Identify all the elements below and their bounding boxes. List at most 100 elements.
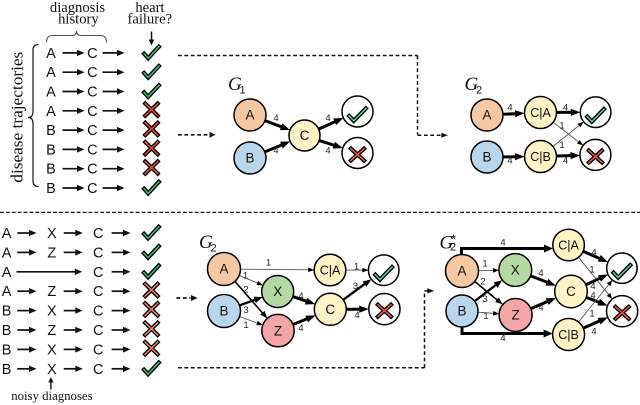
svg-text:4: 4 <box>325 146 330 157</box>
svg-text:1: 1 <box>354 261 359 272</box>
svg-text:C: C <box>93 226 103 242</box>
svg-text:1: 1 <box>483 311 488 322</box>
svg-text:4: 4 <box>298 323 303 334</box>
svg-text:Z: Z <box>274 323 282 338</box>
svg-text:G: G <box>199 232 213 253</box>
svg-text:3: 3 <box>353 281 358 292</box>
svg-text:C: C <box>325 302 335 317</box>
svg-text:1: 1 <box>243 320 248 331</box>
svg-text:B: B <box>46 142 56 158</box>
svg-text:heart: heart <box>135 0 164 16</box>
svg-text:C: C <box>93 304 103 320</box>
svg-text:Z: Z <box>511 308 519 323</box>
svg-text:3: 3 <box>482 294 487 305</box>
svg-text:X: X <box>511 263 520 278</box>
svg-text:4: 4 <box>591 327 596 338</box>
svg-text:2: 2 <box>476 85 482 97</box>
svg-text:history: history <box>58 11 99 27</box>
svg-text:A: A <box>457 264 466 279</box>
svg-text:B: B <box>46 162 56 178</box>
svg-text:*: * <box>451 232 456 247</box>
svg-text:B: B <box>482 150 491 165</box>
svg-text:1: 1 <box>266 258 271 269</box>
svg-text:B: B <box>46 181 56 197</box>
svg-text:diagnosis: diagnosis <box>50 0 105 16</box>
svg-text:4: 4 <box>325 113 330 124</box>
svg-text:1: 1 <box>243 270 248 281</box>
svg-text:4: 4 <box>273 113 278 124</box>
svg-text:4: 4 <box>507 102 512 113</box>
svg-text:A: A <box>2 284 12 300</box>
svg-text:C: C <box>87 65 97 81</box>
svg-text:A: A <box>482 108 491 123</box>
svg-text:4: 4 <box>500 333 505 344</box>
svg-text:C: C <box>87 104 97 120</box>
svg-text:2: 2 <box>243 284 248 295</box>
svg-text:4: 4 <box>590 291 595 302</box>
svg-text:A: A <box>2 265 12 281</box>
svg-text:G: G <box>440 233 454 254</box>
svg-text:C: C <box>87 123 97 139</box>
svg-text:X: X <box>47 362 57 378</box>
svg-text:X: X <box>47 226 57 242</box>
svg-text:Z: Z <box>47 245 56 261</box>
svg-text:X: X <box>47 342 57 358</box>
svg-text:B: B <box>2 342 12 358</box>
svg-text:C|A: C|A <box>320 263 341 277</box>
svg-text:G: G <box>465 74 479 95</box>
svg-text:A: A <box>46 46 56 62</box>
svg-text:4: 4 <box>538 303 543 314</box>
svg-text:4: 4 <box>354 310 359 321</box>
svg-text:C: C <box>93 265 103 281</box>
svg-text:C: C <box>93 362 103 378</box>
svg-text:C|B: C|B <box>558 328 579 342</box>
svg-text:1: 1 <box>482 259 487 270</box>
svg-text:B: B <box>2 362 12 378</box>
svg-text:4: 4 <box>563 102 568 113</box>
svg-text:2: 2 <box>211 243 217 255</box>
svg-text:1: 1 <box>589 309 594 320</box>
svg-text:B: B <box>2 323 12 339</box>
svg-text:X: X <box>273 284 282 299</box>
svg-text:C: C <box>93 342 103 358</box>
svg-text:B: B <box>46 123 56 139</box>
svg-text:C: C <box>93 284 103 300</box>
svg-text:1: 1 <box>240 85 246 97</box>
svg-text:4: 4 <box>590 281 595 292</box>
svg-text:C: C <box>87 85 97 101</box>
svg-text:C: C <box>87 142 97 158</box>
svg-text:C: C <box>300 128 310 143</box>
svg-text:B: B <box>457 304 466 319</box>
svg-text:A: A <box>2 226 12 242</box>
svg-text:C: C <box>93 323 103 339</box>
svg-text:C|B: C|B <box>530 150 551 164</box>
svg-text:A: A <box>46 85 56 101</box>
svg-text:X: X <box>47 304 57 320</box>
svg-text:C: C <box>566 284 576 299</box>
svg-text:G: G <box>228 74 242 95</box>
svg-text:C: C <box>87 181 97 197</box>
svg-text:A: A <box>46 104 56 120</box>
svg-text:2: 2 <box>480 277 485 288</box>
svg-text:1: 1 <box>559 120 564 131</box>
svg-text:C: C <box>93 245 103 261</box>
svg-text:A: A <box>219 262 228 277</box>
svg-text:1: 1 <box>559 140 564 151</box>
svg-text:Z: Z <box>47 323 56 339</box>
svg-text:4: 4 <box>563 156 568 167</box>
svg-text:C: C <box>87 162 97 178</box>
svg-text:C|A: C|A <box>558 238 579 252</box>
svg-text:1: 1 <box>589 265 594 276</box>
svg-text:B: B <box>2 304 12 320</box>
svg-text:4: 4 <box>500 238 505 249</box>
svg-text:C|A: C|A <box>530 106 551 120</box>
svg-text:failure?: failure? <box>128 11 173 27</box>
svg-text:A: A <box>2 245 12 261</box>
svg-text:disease trajectories: disease trajectories <box>7 51 26 182</box>
svg-text:A: A <box>46 65 56 81</box>
svg-text:C: C <box>87 46 97 62</box>
svg-text:2: 2 <box>450 242 456 254</box>
svg-text:4: 4 <box>273 146 278 157</box>
svg-text:4: 4 <box>538 268 543 279</box>
svg-text:Z: Z <box>47 284 56 300</box>
